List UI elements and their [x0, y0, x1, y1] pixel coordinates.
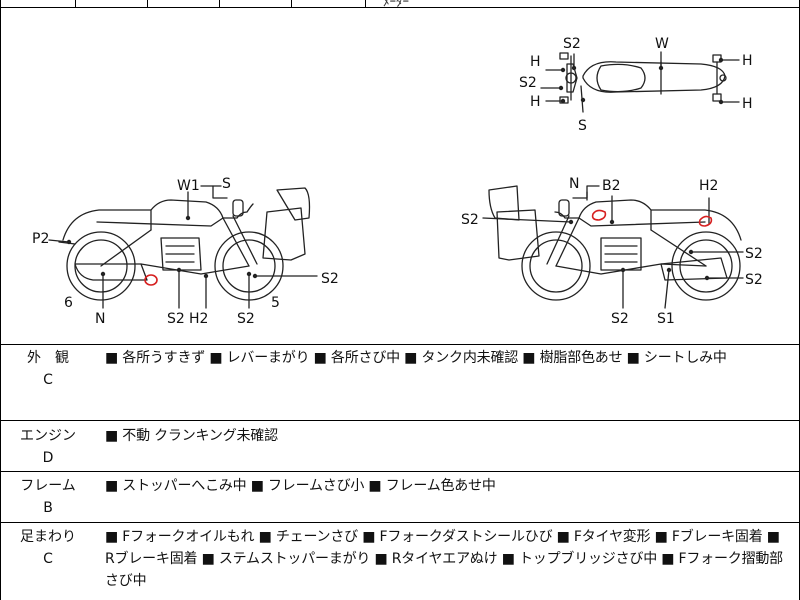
- header-fragment: ﾒｰﾀｰ: [383, 0, 409, 10]
- damage-mark: [144, 274, 158, 286]
- category-grade: C: [43, 551, 53, 567]
- category-name: 足まわり: [20, 529, 76, 545]
- label-left-h2: H2: [189, 311, 208, 327]
- label-left-p2: P2: [32, 231, 49, 247]
- label-top-h: H: [530, 54, 541, 70]
- label-left-n: N: [95, 311, 105, 327]
- condition-row-exterior: 外 観 C ■ 各所うすきず ■ レバーまがり ■ 各所さび中 ■ タンク内未確…: [1, 345, 799, 421]
- condition-row-engine: エンジン D ■ 不動 クランキング未確認: [1, 421, 799, 472]
- label-top-s2: S2: [519, 75, 537, 91]
- condition-row-suspension: 足まわり C ■ Fフォークオイルもれ ■ チェーンさび ■ Fフォークダストシ…: [1, 523, 799, 600]
- label-right-s2: S2: [745, 272, 763, 288]
- label-right-n: N: [569, 176, 579, 192]
- header-cell: [148, 0, 220, 7]
- label-left-s2: S2: [237, 311, 255, 327]
- header-cell: [220, 0, 292, 7]
- label-left-5: 5: [271, 295, 280, 311]
- header-cell: [1, 0, 76, 7]
- motorcycle-diagram: S2 W H H S2 H H S W1 S P2 6 N S2 H2 S2 5…: [32, 36, 763, 327]
- label-right-s2: S2: [461, 212, 479, 228]
- right-side-motorcycle: [482, 185, 744, 309]
- category-name: エンジン: [20, 428, 76, 444]
- label-right-b2: B2: [602, 178, 621, 194]
- condition-items: ■ 各所うすきず ■ レバーまがり ■ 各所さび中 ■ タンク内未確認 ■ 樹脂…: [105, 350, 727, 366]
- label-left-w1: W1: [177, 178, 200, 194]
- header-row: ﾒｰﾀｰ: [1, 0, 799, 10]
- label-right-s1: S1: [657, 311, 675, 327]
- condition-row-frame: フレーム B ■ ストッパーへこみ中 ■ フレームさび小 ■ フレーム色あせ中: [1, 472, 799, 523]
- top-view-motorcycle: [540, 51, 740, 113]
- condition-items: ■ Fフォークオイルもれ ■ チェーンさび ■ Fフォークダストシールひび ■ …: [105, 529, 783, 589]
- damage-mark: [698, 215, 713, 227]
- label-top-s2: S2: [563, 36, 581, 52]
- category-name: フレーム: [20, 478, 76, 494]
- category-grade: D: [42, 450, 54, 466]
- label-top-w: W: [655, 36, 669, 52]
- header-cell: [76, 0, 148, 7]
- category-name: 外 観: [27, 350, 69, 366]
- label-left-s: S: [222, 176, 231, 192]
- label-right-h2: H2: [699, 178, 718, 194]
- header-cell: [292, 0, 366, 7]
- damage-diagram: S2 W H H S2 H H S W1 S P2 6 N S2 H2 S2 5…: [1, 8, 799, 345]
- label-left-s2: S2: [321, 271, 339, 287]
- label-left-6: 6: [64, 295, 73, 311]
- label-right-s2: S2: [745, 246, 763, 262]
- left-side-motorcycle: [48, 185, 318, 309]
- category-grade: C: [43, 372, 53, 388]
- label-top-s: S: [578, 118, 587, 134]
- condition-items: ■ ストッパーへこみ中 ■ フレームさび小 ■ フレーム色あせ中: [105, 478, 496, 494]
- label-top-h: H: [530, 94, 541, 110]
- label-left-s2: S2: [167, 311, 185, 327]
- category-grade: B: [43, 500, 53, 516]
- label-top-h: H: [742, 53, 753, 69]
- label-right-s2: S2: [611, 311, 629, 327]
- damage-mark: [591, 209, 607, 221]
- label-top-h: H: [742, 96, 753, 112]
- condition-items: ■ 不動 クランキング未確認: [105, 428, 278, 444]
